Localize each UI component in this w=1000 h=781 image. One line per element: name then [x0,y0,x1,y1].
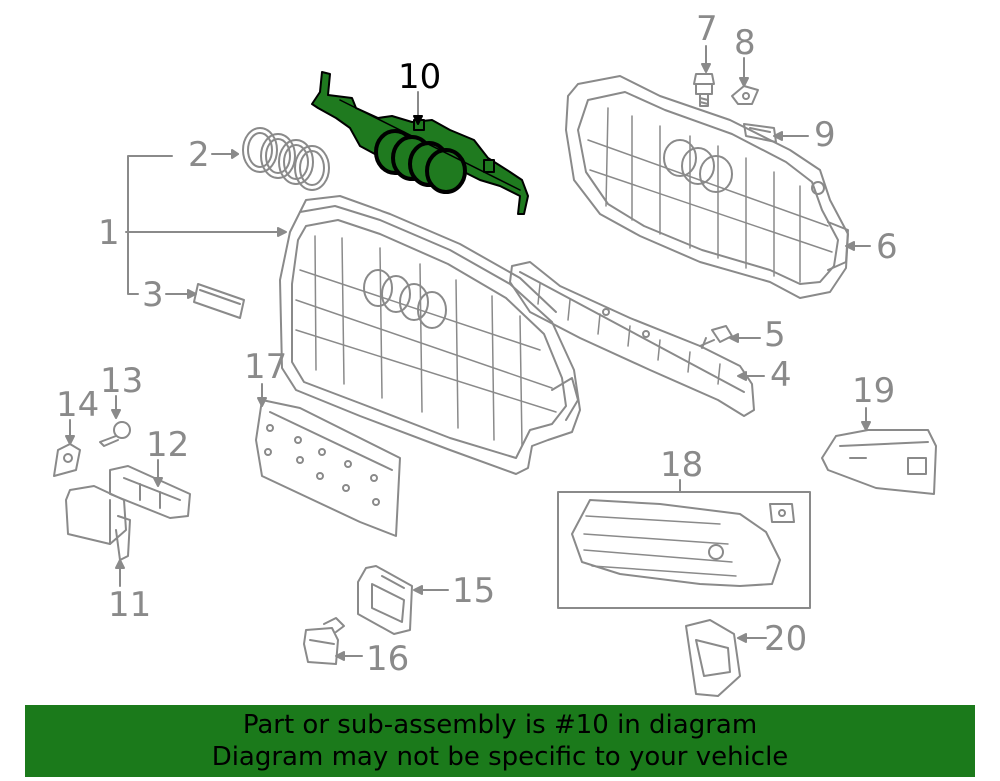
part-11-sensor [65,485,131,561]
callout-17: 17 [244,347,288,387]
callout-18: 18 [660,445,704,485]
callout-16: 16 [366,639,410,679]
part-2-rings [242,127,330,191]
part-14-clip [53,443,81,477]
part-18-box [557,491,811,609]
callout-6: 6 [876,227,898,267]
callout-10: 10 [398,57,442,97]
part-6-frame [565,75,849,299]
callout-12: 12 [146,425,190,465]
part-20-cover [685,619,741,697]
part-17-plate-bracket [255,399,401,537]
part-15-bracket [357,565,413,635]
part-7-bolt [693,73,715,107]
banner-line-2: Diagram may not be specific to your vehi… [211,742,789,772]
part-8-clip [731,85,759,105]
callout-19: 19 [852,371,896,411]
part-10-emblem-bracket [311,71,529,215]
callout-13: 13 [100,361,144,401]
part-5-screw [699,325,733,349]
part-12-bracket [109,465,191,519]
callout-20: 20 [764,619,808,659]
info-banner: Part or sub-assembly is #10 in diagram D… [25,705,975,777]
part-9-plate [743,123,777,143]
callout-8: 8 [734,23,756,63]
callout-9: 9 [814,115,836,155]
part-1-grille [279,195,581,475]
parts-diagram [53,45,937,697]
banner-line-1: Part or sub-assembly is #10 in diagram [242,710,758,740]
callout-14: 14 [56,385,100,425]
part-19-cover [821,429,937,495]
callout-2: 2 [188,135,210,175]
part-3-badge [193,283,245,319]
part-16-sensor [303,617,345,665]
callout-4: 4 [770,355,792,395]
part-13-screw [99,421,131,447]
callout-3: 3 [142,275,164,315]
callout-5: 5 [764,315,786,355]
part-18-insert [571,499,795,587]
leader-lines [65,45,871,661]
callout-15: 15 [452,571,496,611]
callout-11: 11 [108,585,152,625]
part-4-lower-bar [509,261,755,417]
callout-1: 1 [98,213,120,253]
callout-7: 7 [696,9,718,49]
